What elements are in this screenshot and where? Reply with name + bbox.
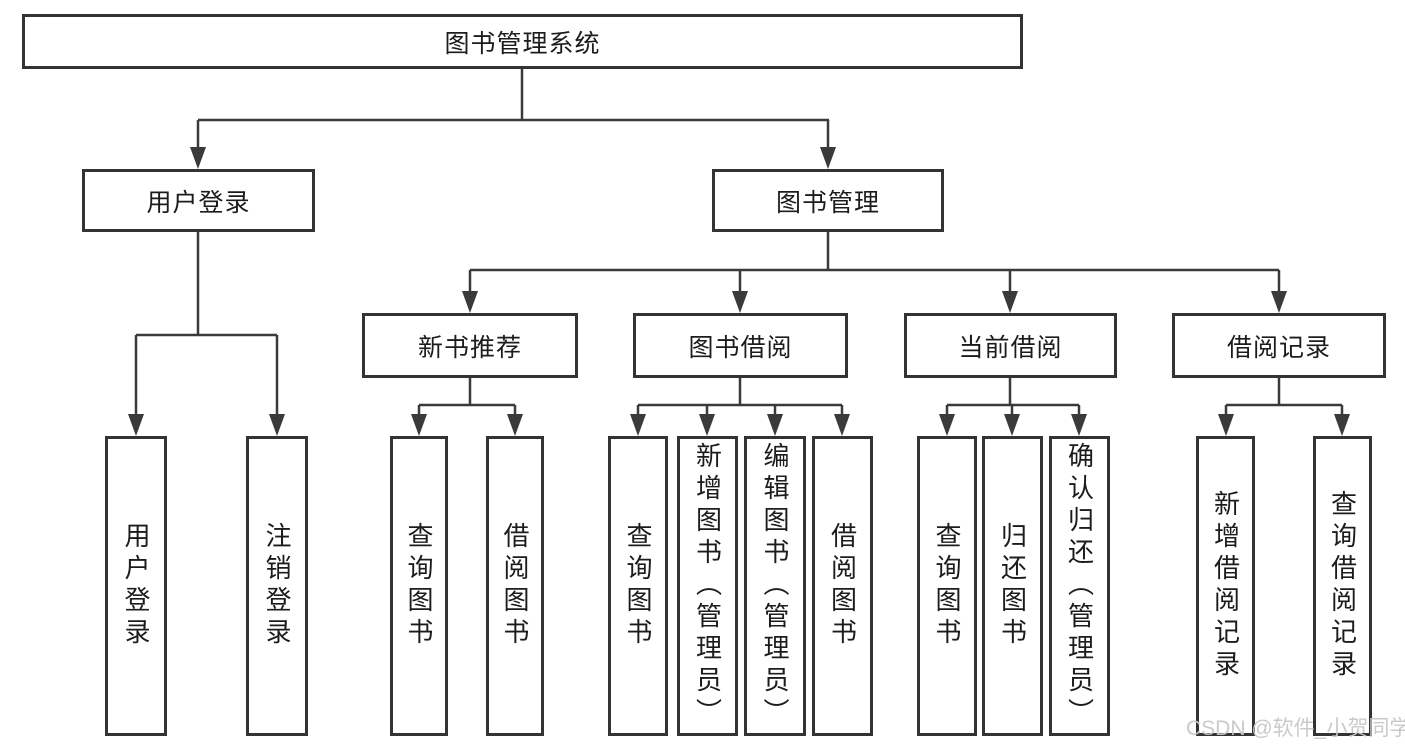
node-label: 编辑图书（管理员）: [760, 442, 790, 730]
leaf-add-books-admin: 新增图书（管理员）: [677, 436, 738, 736]
node-label: 借阅图书: [827, 522, 858, 650]
arrow-head-icon: [462, 291, 478, 313]
arrow-head-icon: [732, 291, 748, 313]
node-new-book-recommend: 新书推荐: [362, 313, 578, 378]
node-label: 图书管理: [775, 188, 880, 217]
leaf-user-login: 用户登录: [105, 436, 167, 736]
connector-borrowing-records-to-leaves: [1218, 378, 1350, 436]
arrow-head-icon: [411, 414, 427, 436]
node-label: 查询借阅记录: [1327, 490, 1358, 682]
arrow-head-icon: [1218, 414, 1234, 436]
arrow-head-icon: [128, 414, 144, 436]
node-label: 查询图书: [404, 522, 434, 650]
leaf-return-books: 归还图书: [982, 436, 1043, 736]
leaf-query-borrow-record: 查询借阅记录: [1313, 436, 1372, 736]
node-label: 查询图书: [932, 522, 962, 650]
arrow-head-icon: [190, 147, 206, 169]
leaf-confirm-return-admin: 确认归还（管理员）: [1049, 436, 1110, 736]
leaf-query-books-current: 查询图书: [917, 436, 977, 736]
arrow-head-icon: [1334, 414, 1350, 436]
leaf-borrow-books-recommend: 借阅图书: [486, 436, 544, 736]
arrow-head-icon: [269, 414, 285, 436]
node-borrowing-records: 借阅记录: [1172, 313, 1386, 378]
watermark: CSDN @软件_小贺同学: [1186, 717, 1405, 740]
leaf-query-books-recommend: 查询图书: [390, 436, 448, 736]
arrow-head-icon: [834, 414, 850, 436]
leaf-edit-books-admin: 编辑图书（管理员）: [744, 436, 806, 736]
node-label: 归还图书: [997, 522, 1028, 650]
node-label: 新增图书（管理员）: [692, 442, 723, 730]
arrow-head-icon: [507, 414, 523, 436]
leaf-logout: 注销登录: [246, 436, 308, 736]
node-label: 确认归还（管理员）: [1064, 442, 1095, 730]
connector-user-login-to-leaves: [128, 232, 285, 436]
node-label: 图书管理系统: [444, 29, 601, 58]
node-book-management: 图书管理: [712, 169, 944, 232]
node-label: 借阅记录: [1226, 333, 1331, 362]
node-label: 用户登录: [121, 522, 151, 650]
connector-new-book-recommend-to-leaves: [411, 378, 523, 436]
arrow-head-icon: [699, 414, 715, 436]
node-label: 用户登录: [146, 188, 251, 217]
connector-book-management-to-level3: [462, 232, 1287, 313]
node-user-login: 用户登录: [82, 169, 315, 232]
node-label: 新书推荐: [417, 333, 522, 362]
node-label: 查询图书: [623, 522, 653, 650]
arrow-head-icon: [767, 414, 783, 436]
node-label: 新增借阅记录: [1210, 490, 1241, 682]
arrow-head-icon: [1002, 291, 1018, 313]
leaf-borrow-books-borrowing: 借阅图书: [812, 436, 873, 736]
arrow-head-icon: [1004, 414, 1020, 436]
node-label: 当前借阅: [958, 333, 1063, 362]
node-label: 图书借阅: [688, 333, 793, 362]
node-book-borrowing: 图书借阅: [633, 313, 848, 378]
arrow-head-icon: [630, 414, 646, 436]
connector-current-borrowing-to-leaves: [939, 378, 1087, 436]
arrow-head-icon: [820, 147, 836, 169]
arrow-head-icon: [1271, 291, 1287, 313]
node-current-borrowing: 当前借阅: [904, 313, 1117, 378]
node-label: 借阅图书: [500, 522, 530, 650]
node-library-management-system: 图书管理系统: [22, 14, 1023, 69]
leaf-query-books-borrowing: 查询图书: [608, 436, 668, 736]
node-label: 注销登录: [262, 522, 292, 650]
connector-book-borrowing-to-leaves: [630, 378, 850, 436]
leaf-add-borrow-record: 新增借阅记录: [1196, 436, 1255, 736]
arrow-head-icon: [939, 414, 955, 436]
connector-root-to-level2: [190, 69, 836, 169]
arrow-head-icon: [1071, 414, 1087, 436]
